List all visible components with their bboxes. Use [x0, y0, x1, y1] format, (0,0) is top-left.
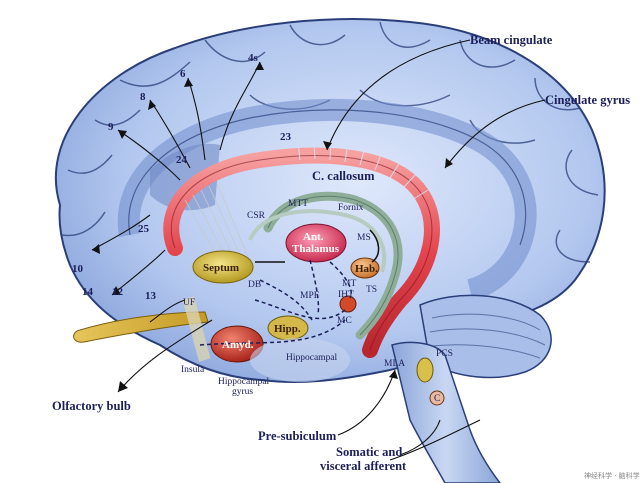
- label-hippocampal-gyrus-2: gyrus: [232, 387, 253, 397]
- label-mc: MC: [337, 316, 352, 326]
- label-septum: Septum: [203, 262, 239, 274]
- label-cingulate-gyrus: Cingulate gyrus: [545, 93, 630, 107]
- label-db: DB: [248, 280, 261, 290]
- label-c-small: C: [434, 394, 440, 404]
- label-c-callosum: C. callosum: [312, 169, 375, 183]
- label-visceral-afferent: visceral afferent: [320, 459, 407, 473]
- olfactory-bulb: [73, 311, 209, 343]
- label-ant: Ant.: [303, 231, 324, 243]
- habenula: [350, 257, 380, 279]
- label-hippocampal-gyrus-1: Hippocampal: [218, 377, 270, 387]
- watermark: 神经科学 · 脑科学: [584, 471, 640, 480]
- label-mla: MLA: [384, 359, 405, 369]
- label-csr: CSR: [247, 211, 266, 221]
- label-thalamus: Thalamus: [292, 243, 340, 255]
- label-area-23: 23: [280, 131, 292, 143]
- label-area-24: 24: [176, 154, 188, 166]
- label-area-8: 8: [140, 91, 146, 103]
- label-mpf: MPF: [300, 291, 319, 301]
- label-beam-cingulate: Beam cingulate: [470, 33, 553, 47]
- label-ms: MS: [357, 233, 371, 243]
- label-hippocampal: Hippocampal: [286, 353, 338, 363]
- label-pre-subiculum: Pre-subiculum: [258, 429, 337, 443]
- cerebellum: [419, 294, 552, 379]
- uncinate-fasciculus: [182, 296, 211, 362]
- label-pcs: PCS: [436, 349, 453, 359]
- c-structure: [429, 390, 445, 406]
- label-somatic: Somatic and: [336, 445, 402, 459]
- label-area-12: 12: [112, 286, 124, 298]
- label-fornix: Fornix: [338, 203, 364, 213]
- label-uf: UF: [183, 298, 195, 308]
- label-area-14: 14: [82, 286, 94, 298]
- anterior-thalamus: [285, 223, 347, 263]
- dashed-pathways: [199, 259, 352, 346]
- label-insula: Insula: [181, 365, 205, 375]
- label-area-25: 25: [138, 223, 150, 235]
- label-area-9: 9: [108, 121, 114, 133]
- mammillary-body: [339, 295, 357, 313]
- label-area-4s: 4s: [248, 52, 259, 64]
- label-ts: TS: [366, 285, 377, 295]
- pcs-structure: [416, 357, 434, 383]
- label-area-10: 10: [72, 263, 84, 275]
- label-amyd: Amyd.: [222, 339, 254, 351]
- label-area-13: 13: [145, 290, 157, 302]
- label-iht: IHT: [338, 290, 354, 300]
- label-mt: MT: [342, 279, 356, 289]
- septum: [192, 250, 254, 284]
- label-mtt: MTT: [288, 199, 308, 209]
- label-olfactory-bulb: Olfactory bulb: [52, 399, 131, 413]
- label-hab: Hab.: [355, 263, 378, 275]
- label-hipp: Hipp.: [274, 323, 301, 335]
- hippocampal-gyrus: [250, 338, 350, 382]
- label-area-6: 6: [180, 68, 186, 80]
